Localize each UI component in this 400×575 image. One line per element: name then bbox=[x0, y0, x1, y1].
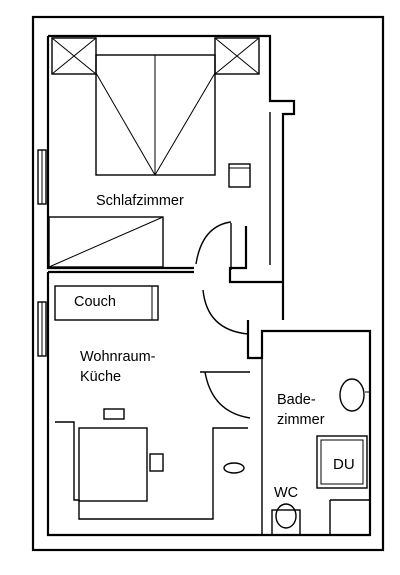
shower-screen bbox=[329, 499, 370, 535]
door-bedroom bbox=[195, 221, 232, 265]
window-markers bbox=[37, 149, 47, 357]
couch bbox=[54, 285, 159, 321]
toilet-bowl bbox=[275, 503, 297, 529]
bathroom-fixtures bbox=[261, 358, 370, 536]
outer-wall-outline bbox=[31, 15, 385, 552]
dining-table bbox=[78, 427, 148, 502]
label-schlafzimmer: Schlafzimmer bbox=[96, 193, 184, 209]
inner-wall-outline bbox=[46, 34, 372, 537]
label-du: DU bbox=[333, 456, 355, 473]
label-bade: Bade- bbox=[277, 392, 316, 408]
toilet-tank bbox=[271, 509, 301, 536]
kitchen-sink bbox=[223, 462, 245, 474]
washbasin bbox=[339, 378, 365, 412]
label-couch: Couch bbox=[74, 294, 116, 310]
shower-tray bbox=[316, 435, 368, 489]
kitchen-counter bbox=[55, 421, 248, 520]
bedroom-furniture bbox=[48, 37, 271, 270]
label-wohnraum: Wohnraum- bbox=[80, 349, 156, 365]
door-bathroom bbox=[204, 371, 251, 419]
doors bbox=[195, 221, 251, 419]
label-zimmer: zimmer bbox=[277, 412, 325, 428]
side-table bbox=[103, 408, 125, 420]
label-kueche: Küche bbox=[80, 369, 121, 385]
outer-walls bbox=[31, 15, 385, 552]
door-living bbox=[202, 289, 249, 335]
dining-chair bbox=[149, 453, 164, 472]
bedroom-chair bbox=[228, 163, 251, 188]
living-furniture bbox=[54, 285, 248, 520]
wardrobe bbox=[48, 216, 164, 268]
label-wc: WC bbox=[274, 485, 298, 501]
